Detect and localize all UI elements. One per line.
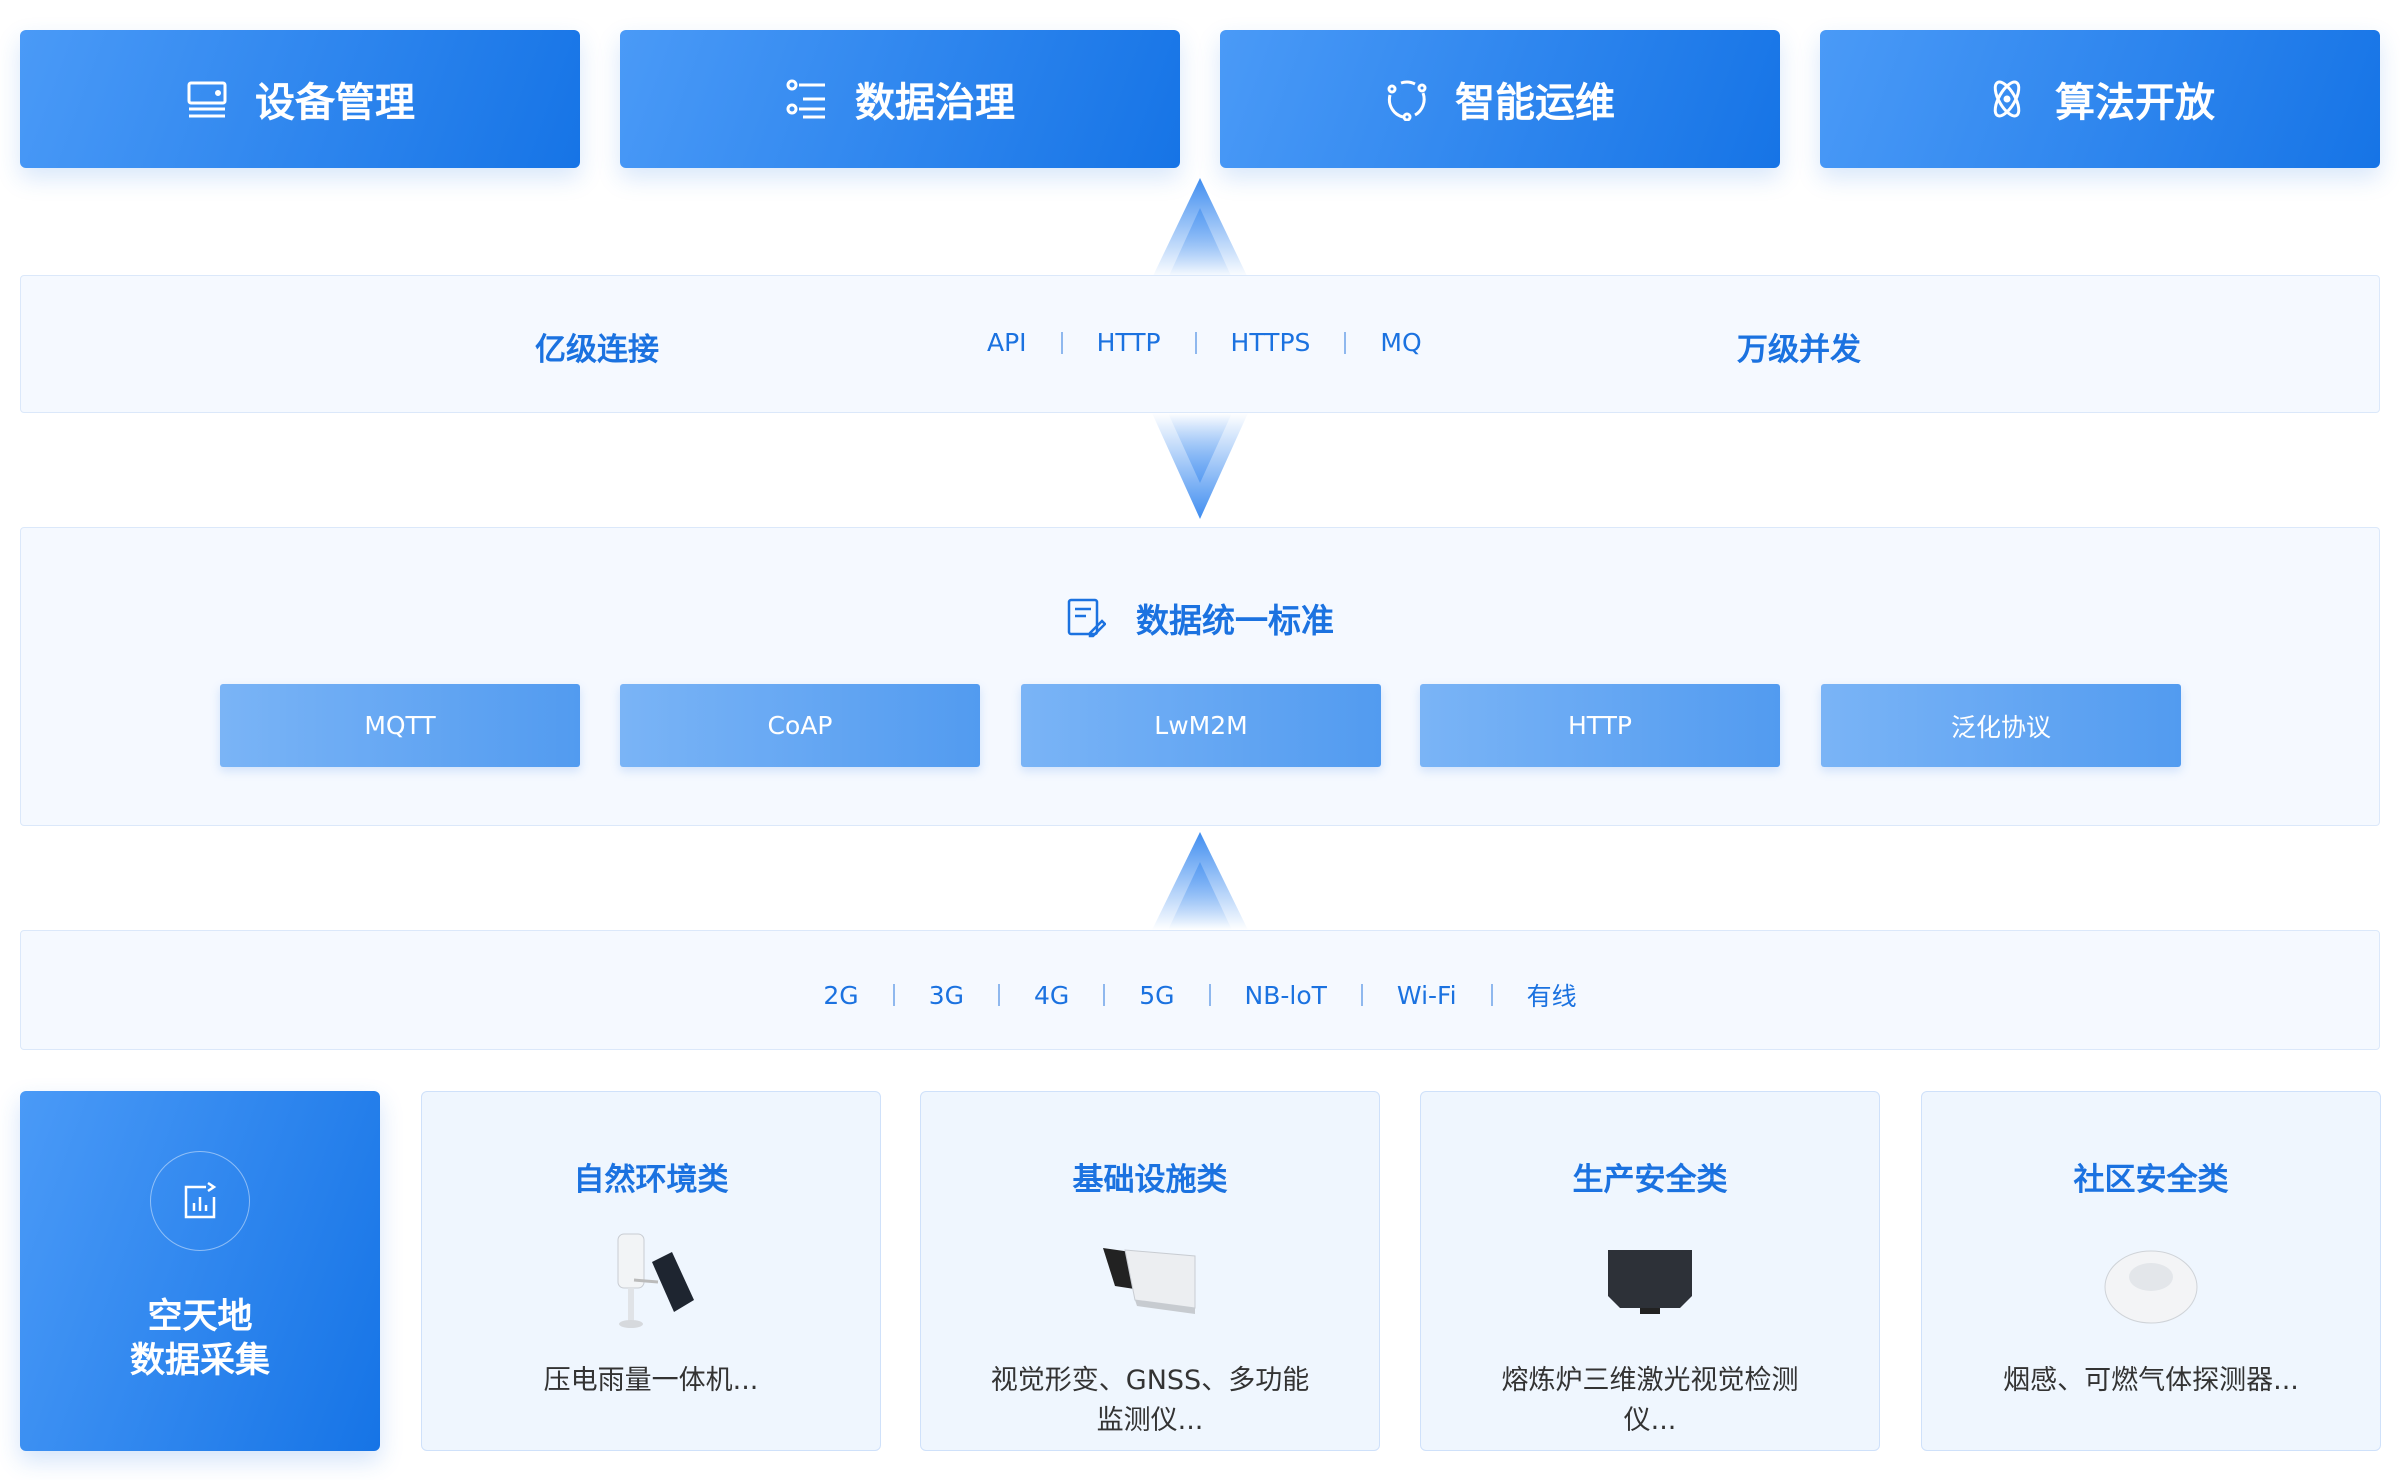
category-title: 生产安全类 xyxy=(1572,1162,1728,1198)
network-list: 2G 3G 4G 5G NB-loT Wi-Fi 有线 xyxy=(21,977,2379,1013)
vision-monitor-device-image xyxy=(921,1217,1379,1347)
top-card-smart-ops[interactable]: 智能运维 xyxy=(1220,30,1780,168)
network-wired: 有线 xyxy=(1526,982,1577,1011)
category-card-natural-env[interactable]: 自然环境类 压电雨量一体机... xyxy=(421,1091,881,1451)
access-protocols: API HTTP HTTPS MQ xyxy=(987,328,1422,357)
smoke-detector-device-image xyxy=(1922,1217,2380,1347)
laser-scanner-device-image xyxy=(1421,1217,1879,1347)
protocol-http: HTTP xyxy=(1096,328,1161,357)
chart-export-icon xyxy=(150,1151,250,1251)
top-card-label: 设备管理 xyxy=(255,80,415,126)
standard-band: 数据统一标准 xyxy=(20,527,2380,826)
collection-title-line2: 数据采集 xyxy=(129,1341,270,1381)
protocol-button-lwm2m[interactable]: LwM2M xyxy=(1021,684,1381,767)
top-card-algorithm-open[interactable]: 算法开放 xyxy=(1820,30,2380,168)
ops-cycle-icon xyxy=(1387,80,1427,121)
arrow-down-icon xyxy=(1152,413,1248,519)
category-title: 社区安全类 xyxy=(2073,1162,2229,1198)
document-edit-icon xyxy=(1067,598,1106,638)
network-4g: 4G xyxy=(1033,980,1070,1010)
top-card-label: 算法开放 xyxy=(2055,80,2215,126)
category-desc: 烟感、可燃气体探测器... xyxy=(2003,1365,2299,1396)
collection-card[interactable]: 空天地 数据采集 xyxy=(20,1091,380,1451)
arrow-up-icon xyxy=(1152,832,1248,930)
network-3g: 3G xyxy=(928,980,964,1010)
category-card-infrastructure[interactable]: 基础设施类 视觉形变、GNSS、多功能监测仪... xyxy=(920,1091,1380,1451)
protocol-button-coap[interactable]: CoAP xyxy=(620,684,980,767)
protocol-api: API xyxy=(987,328,1027,357)
device-icon xyxy=(187,81,227,118)
atom-icon xyxy=(1993,80,2021,118)
protocol-mq: MQ xyxy=(1380,328,1422,357)
network-5g: 5G xyxy=(1139,980,1175,1010)
top-card-label: 数据治理 xyxy=(855,80,1015,126)
rain-gauge-device-image xyxy=(422,1217,880,1347)
top-card-label: 智能运维 xyxy=(1455,80,1615,126)
network-band: 2G 3G 4G 5G NB-loT Wi-Fi 有线 xyxy=(20,930,2380,1050)
network-wifi: Wi-Fi xyxy=(1396,980,1457,1010)
arrow-up-icon xyxy=(1152,178,1248,278)
network-nbiot: NB-loT xyxy=(1244,980,1327,1010)
list-settings-icon xyxy=(786,79,825,119)
standard-title-row: 数据统一标准 xyxy=(21,594,2379,642)
category-desc: 熔炼炉三维激光视觉检测仪... xyxy=(1501,1365,1799,1436)
category-desc: 视觉形变、GNSS、多功能监测仪... xyxy=(990,1365,1310,1436)
access-band: 亿级连接 API HTTP HTTPS MQ 万级并发 xyxy=(20,275,2380,413)
protocol-button-generic[interactable]: 泛化协议 xyxy=(1821,684,2181,767)
access-left-label: 亿级连接 xyxy=(535,332,659,368)
network-2g: 2G xyxy=(823,980,859,1010)
category-title: 基础设施类 xyxy=(1072,1162,1228,1198)
collection-title-line1: 空天地 xyxy=(147,1297,253,1337)
top-card-data-governance[interactable]: 数据治理 xyxy=(620,30,1180,168)
standard-title: 数据统一标准 xyxy=(1136,601,1334,640)
category-desc: 压电雨量一体机... xyxy=(543,1365,759,1396)
access-right-label: 万级并发 xyxy=(1737,332,1861,368)
top-card-device-management[interactable]: 设备管理 xyxy=(20,30,580,168)
category-title: 自然环境类 xyxy=(573,1162,729,1198)
protocol-https: HTTPS xyxy=(1230,328,1311,357)
category-card-production-safety[interactable]: 生产安全类 熔炼炉三维激光视觉检测仪... xyxy=(1420,1091,1880,1451)
protocol-button-http[interactable]: HTTP xyxy=(1420,684,1780,767)
protocol-button-mqtt[interactable]: MQTT xyxy=(220,684,580,767)
category-card-community-safety[interactable]: 社区安全类 烟感、可燃气体探测器... xyxy=(1921,1091,2381,1451)
